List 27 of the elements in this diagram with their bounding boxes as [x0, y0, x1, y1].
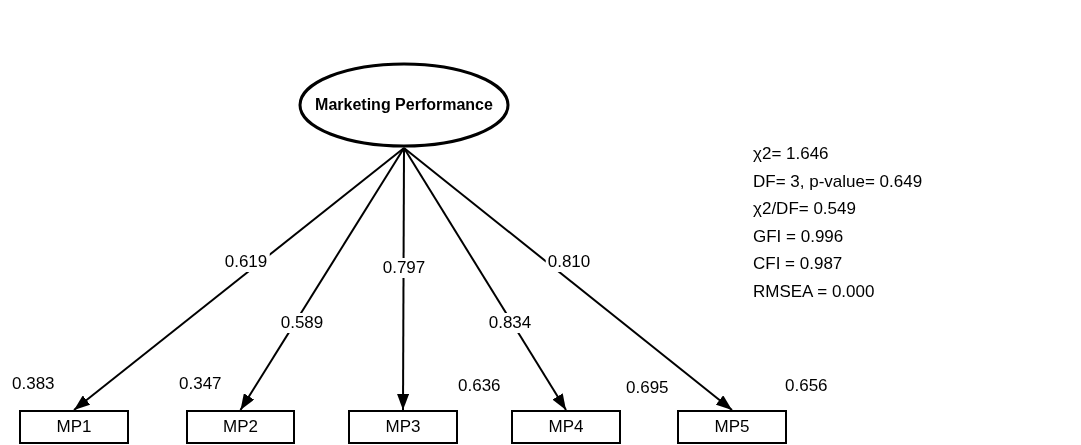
error-variance-value: 0.636	[458, 376, 501, 396]
fit-statistic: χ2= 1.646	[753, 144, 829, 164]
indicator-box: MP2	[186, 410, 295, 444]
arrow	[397, 147, 410, 411]
fit-statistic: RMSEA = 0.000	[753, 281, 875, 302]
indicator-box: MP4	[511, 410, 621, 444]
error-variance-value: 0.656	[785, 376, 828, 396]
edge-label: 0.810	[545, 252, 593, 272]
indicator-box: MP5	[677, 410, 787, 444]
fit-statistic: χ2/DF= 0.549	[753, 199, 856, 219]
edge-label: 0.589	[278, 313, 326, 333]
fit-statistic: DF= 3, p-value= 0.649	[753, 171, 923, 192]
arrow	[239, 147, 405, 411]
arrow	[403, 147, 567, 411]
arrow	[73, 147, 405, 411]
error-variance-value: 0.383	[12, 374, 55, 394]
arrow	[403, 147, 733, 411]
error-variance-value: 0.347	[179, 374, 222, 394]
latent-variable-ellipse: Marketing Performance	[298, 62, 510, 148]
edge-label: 0.797	[380, 258, 428, 278]
indicator-box: MP3	[348, 410, 458, 444]
fit-statistic: CFI = 0.987	[753, 254, 843, 274]
edge-label: 0.619	[222, 252, 270, 272]
fit-statistic: GFI = 0.996	[753, 226, 844, 247]
error-variance-value: 0.695	[626, 378, 669, 398]
indicator-box: MP1	[19, 410, 129, 444]
edge-label: 0.834	[486, 313, 534, 333]
